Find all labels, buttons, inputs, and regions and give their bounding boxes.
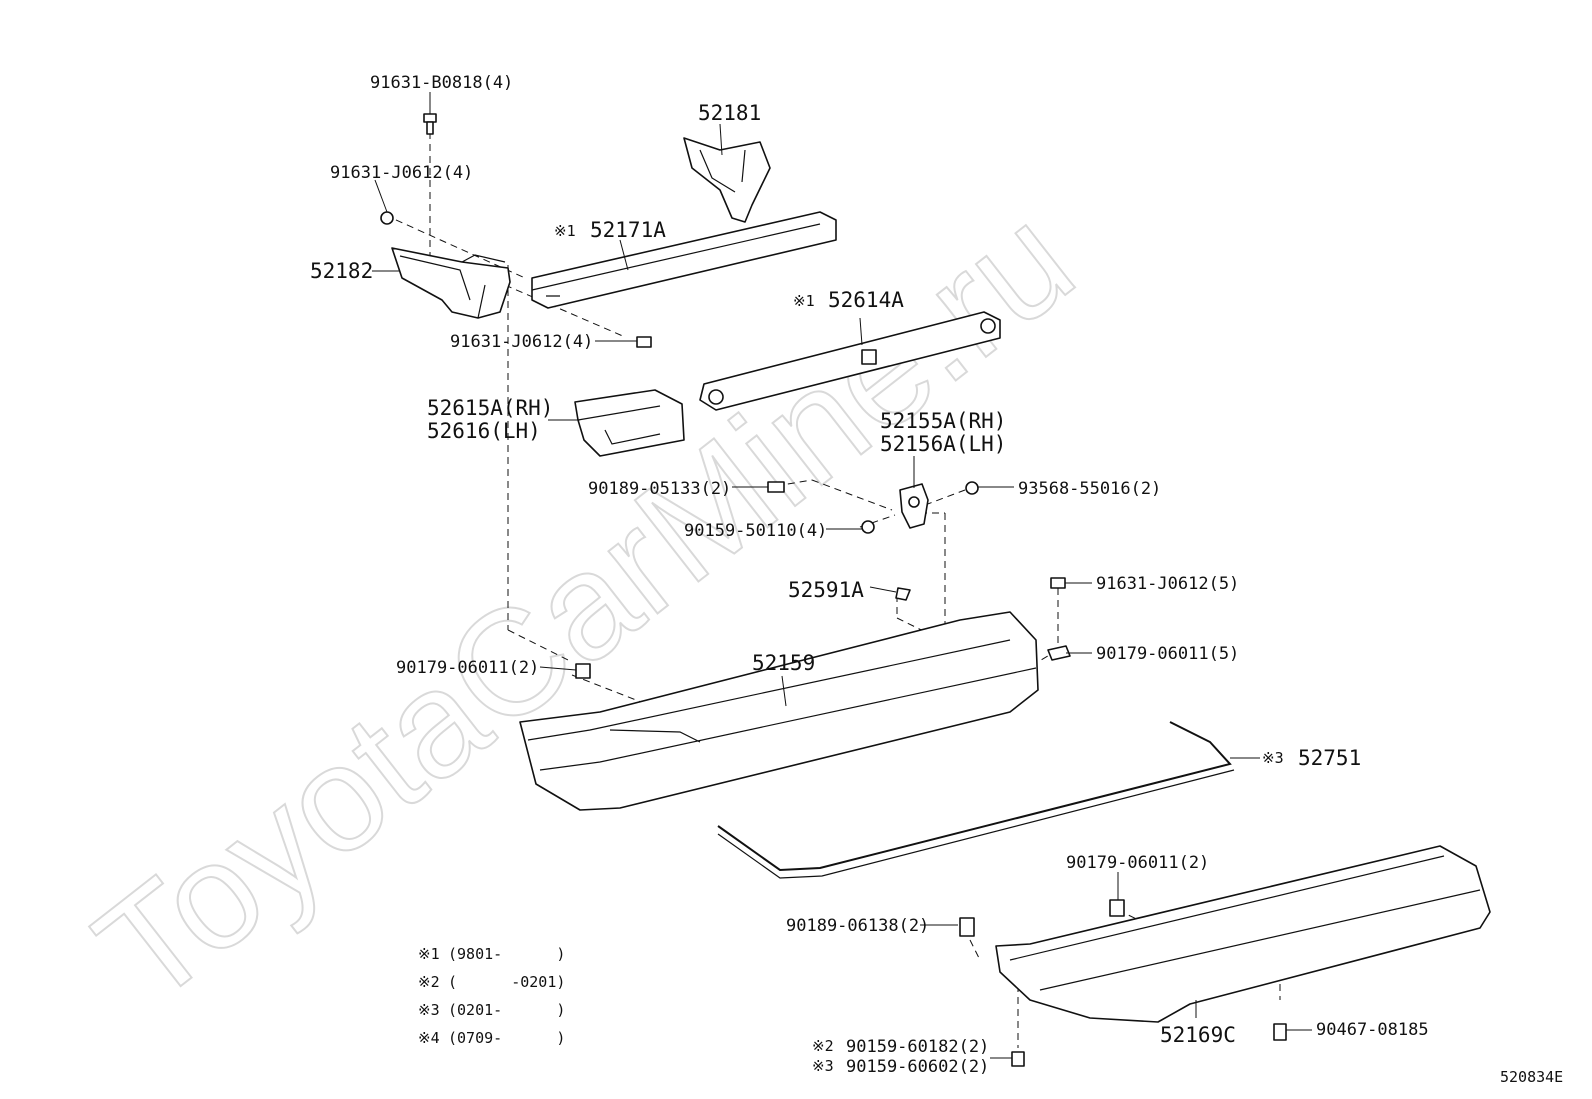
label-90179-06011-right: 90179-06011(5) <box>1096 644 1239 664</box>
note-range: (0201- ) <box>448 1001 565 1019</box>
absorber-52614a-icon <box>699 311 1001 411</box>
label-52155a: 52155A(RH) <box>880 409 1006 433</box>
note-range: (9801- ) <box>448 945 565 963</box>
label-91631-j0612-top: 91631-J0612(4) <box>330 163 473 183</box>
clip-90189-06138-icon <box>959 917 975 937</box>
label-52751: 52751 <box>1298 746 1361 770</box>
applicability-notes: ※1 (9801- ) ※2 ( -0201) ※3 (0201- ) ※4 (… <box>418 945 565 1047</box>
label-91631-j0612-right: 91631-J0612(5) <box>1096 574 1239 594</box>
label-90179-06011-left: 90179-06011(2) <box>396 658 539 678</box>
bolt-90189-05133-icon <box>767 481 785 493</box>
label-91631-j0612-lower: 91631-J0612(4) <box>450 332 593 352</box>
label-52616: 52616(LH) <box>427 419 541 443</box>
label-52169c: 52169C <box>1160 1023 1236 1047</box>
bolt-91631-j0612-lower-icon <box>636 336 652 348</box>
moulding-52751-icon <box>717 721 1235 879</box>
retainer-52591a-icon <box>895 587 911 601</box>
bracket-52155a-52156a-icon <box>899 483 929 529</box>
screw-90467-08185-icon <box>1273 1023 1287 1041</box>
label-90159-50110: 90159-50110(4) <box>684 521 827 541</box>
label-90159-60602: 90159-60602(2) <box>846 1057 989 1077</box>
label-90159-60602-mark: ※3 <box>812 1057 834 1075</box>
note-mark: ※3 <box>418 1001 440 1019</box>
bolt-91631-b0818-icon <box>423 113 437 135</box>
label-52614a-mark: ※1 <box>793 292 815 310</box>
label-90159-60182-mark: ※2 <box>812 1037 834 1055</box>
note-range: (0709- ) <box>448 1029 565 1047</box>
label-52591a: 52591A <box>788 578 864 602</box>
nut-91631-j0612-top-icon <box>380 211 394 225</box>
label-91631-b0818: 91631-B0818(4) <box>370 73 513 93</box>
nut-93568-55016-icon <box>965 481 979 495</box>
bracket-52181-icon <box>683 137 771 223</box>
label-52614a: 52614A <box>828 288 904 312</box>
label-90189-05133: 90189-05133(2) <box>588 479 731 499</box>
support-52615a-52616-icon <box>574 389 685 457</box>
label-52156a: 52156A(LH) <box>880 432 1006 456</box>
diagram-code: 520834E <box>1500 1068 1563 1086</box>
reinforcement-52171a-icon <box>531 211 837 309</box>
label-90189-06138: 90189-06138(2) <box>786 916 929 936</box>
nut-90179-06011-lower-icon <box>1109 899 1125 917</box>
label-52171a: 52171A <box>590 218 666 242</box>
label-52615a: 52615A(RH) <box>427 396 553 420</box>
watermark: ToyotaCarMine.ru <box>66 174 1102 1035</box>
nut-90179-06011-left-icon <box>575 663 591 679</box>
bolt-91631-j0612-right-icon <box>1050 577 1066 589</box>
note-mark: ※2 <box>418 973 440 991</box>
bumper-cover-52159-icon <box>519 611 1039 811</box>
label-90159-60182: 90159-60182(2) <box>846 1037 989 1057</box>
label-90467-08185: 90467-08185 <box>1316 1020 1429 1040</box>
note-mark: ※1 <box>418 945 440 963</box>
screw-90159-50110-icon <box>861 520 875 534</box>
label-52159: 52159 <box>752 651 815 675</box>
leader-lines <box>372 92 1312 1059</box>
bracket-52182-icon <box>391 247 511 319</box>
note-mark: ※4 <box>418 1029 440 1047</box>
lower-bumper-52169c-icon <box>995 845 1491 1023</box>
label-52171a-mark: ※1 <box>554 222 576 240</box>
label-93568-55016: 93568-55016(2) <box>1018 479 1161 499</box>
note-range: ( -0201) <box>448 973 565 991</box>
screw-90159-60182-icon <box>1011 1051 1025 1067</box>
nut-90179-06011-right-icon <box>1047 645 1071 661</box>
label-90179-06011-lower: 90179-06011(2) <box>1066 853 1209 873</box>
label-52182: 52182 <box>310 259 373 283</box>
label-52751-mark: ※3 <box>1262 749 1284 767</box>
label-52181: 52181 <box>698 101 761 125</box>
